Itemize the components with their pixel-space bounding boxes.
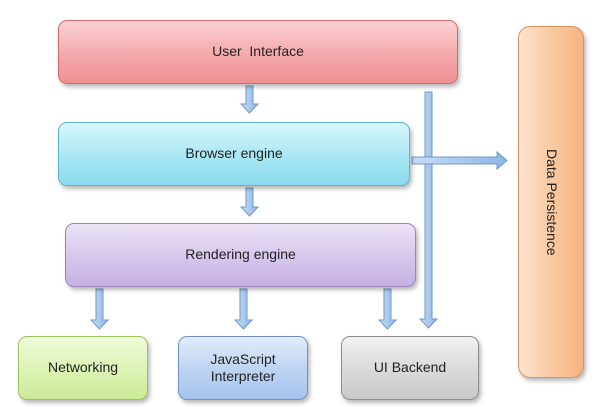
rendering-engine-label: Rendering engine <box>185 246 296 263</box>
user-interface-box: User Interface <box>58 20 458 84</box>
data-persistence-box: Data Persistence <box>518 26 584 378</box>
browser-engine-box: Browser engine <box>58 122 410 186</box>
browser-engine-label: Browser engine <box>185 145 283 162</box>
rendering-engine-box: Rendering engine <box>65 223 416 287</box>
arrow-rendering-engine-to-networking <box>89 288 110 330</box>
arrow-rendering-engine-to-ui-backend <box>377 288 398 330</box>
javascript-interpreter-label-line2: Interpreter <box>210 368 276 384</box>
javascript-interpreter-label-line1: JavaScript <box>210 350 276 367</box>
arrow-ui-to-browser-engine <box>239 85 260 114</box>
data-persistence-label: Data Persistence <box>543 148 560 256</box>
networking-box: Networking <box>18 336 148 400</box>
arrow-browser-engine-to-rendering-engine <box>239 187 260 217</box>
user-interface-label: User Interface <box>212 43 304 60</box>
networking-label: Networking <box>47 359 119 376</box>
arrow-rendering-engine-to-js-interpreter <box>233 288 254 330</box>
ui-backend-box: UI Backend <box>341 336 479 400</box>
arrow-ui-to-ui-backend <box>418 91 439 329</box>
javascript-interpreter-box: JavaScript Interpreter <box>178 336 308 400</box>
arrow-browser-engine-to-data-persistence <box>411 150 508 171</box>
ui-backend-label: UI Backend <box>373 359 447 376</box>
